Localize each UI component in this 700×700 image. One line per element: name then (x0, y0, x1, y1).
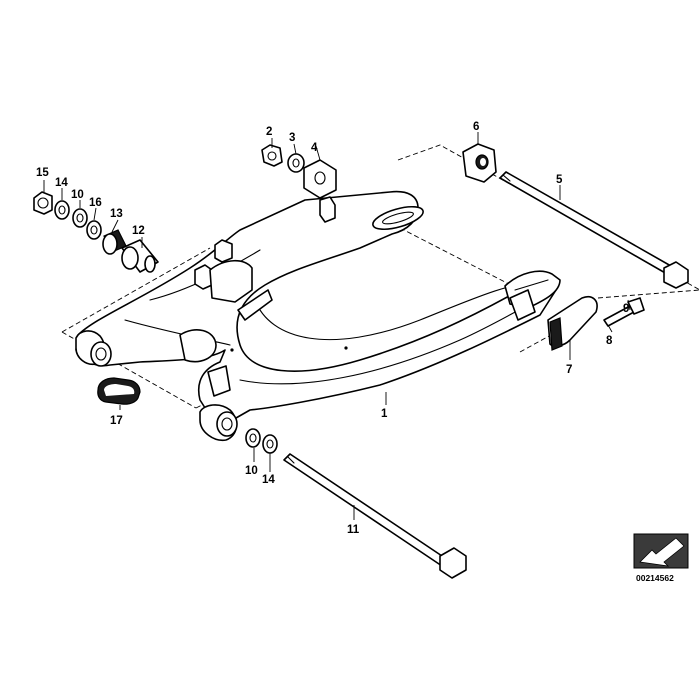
callout-12: 12 (132, 225, 145, 237)
chain-guide (547, 296, 598, 351)
adjuster-bolt (603, 297, 645, 327)
document-number: 00214562 (636, 573, 674, 583)
pivot-bolt (283, 453, 467, 579)
direction-badge: 00214562 (633, 533, 689, 583)
callout-4: 4 (311, 142, 318, 154)
callout-7: 7 (566, 364, 572, 376)
callout-1: 1 (381, 408, 388, 420)
callout-17: 17 (110, 415, 123, 427)
bottom-pivot-hardware (245, 428, 278, 454)
swingarm-frame (75, 190, 561, 442)
callout-10-left: 10 (71, 189, 84, 201)
callout-14-left: 14 (55, 177, 68, 189)
callout-14-bottom: 14 (262, 474, 275, 486)
callout-10-bottom: 10 (245, 465, 258, 477)
callout-leaders (43, 132, 631, 520)
callout-16: 16 (89, 197, 102, 209)
callout-11: 11 (347, 524, 360, 536)
callout-8: 8 (606, 335, 613, 347)
top-mount-hardware (261, 144, 337, 199)
callout-3: 3 (289, 132, 295, 144)
axle-rod (499, 171, 689, 289)
callout-15: 15 (36, 167, 49, 179)
rubber-pad (97, 377, 141, 405)
rear-bracket (462, 143, 497, 183)
callout-2: 2 (266, 126, 272, 138)
left-pivot-hardware (33, 191, 159, 273)
callout-9: 9 (623, 303, 629, 315)
callout-13: 13 (110, 208, 123, 220)
callout-6: 6 (473, 121, 479, 133)
callout-labels: 1 2 3 4 5 6 7 8 9 10 10 11 12 13 14 14 1… (36, 121, 629, 536)
callout-5: 5 (556, 174, 563, 186)
